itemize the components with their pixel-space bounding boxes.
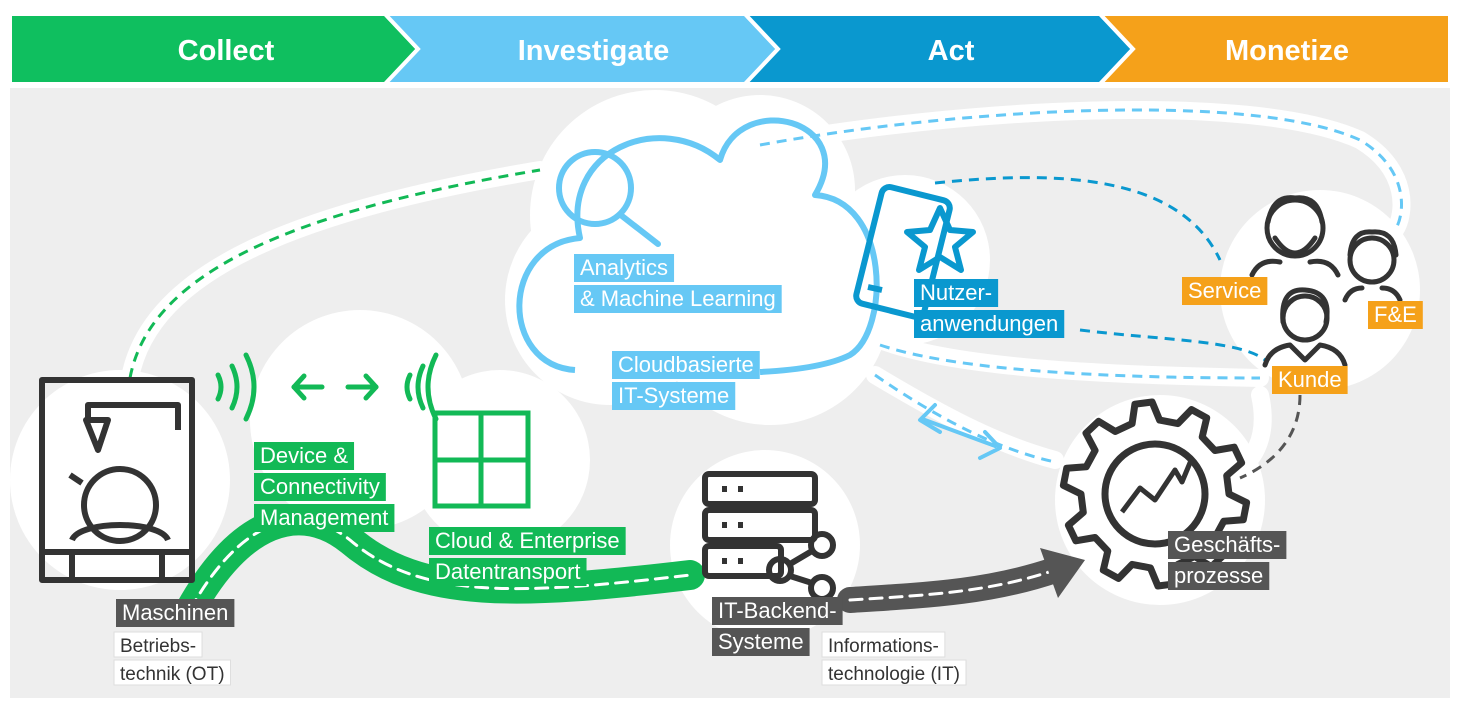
processes-label-line-1: Geschäfts-	[1174, 532, 1280, 557]
phase-investigate-label: Investigate	[518, 35, 670, 67]
customer-to-processes-line	[1239, 394, 1302, 480]
rnd-label: F&E	[1368, 301, 1423, 329]
backend-label: IT-Backend- Systeme	[712, 597, 843, 656]
phase-monetize-label: Monetize	[1225, 35, 1349, 67]
cloud-outline-icon	[516, 117, 880, 375]
analytics-label-line-2: & Machine Learning	[580, 286, 776, 311]
data-transport-road	[175, 505, 705, 625]
apps-to-service-line	[934, 176, 1222, 261]
ot-label: Betriebs-technik (OT)	[113, 631, 232, 686]
machines-label: Maschinen	[116, 599, 235, 627]
cloud-to-customer-line	[879, 343, 1261, 380]
cloud-it-label-line-2: IT-Systeme	[618, 383, 729, 408]
analytics-label: Analytics & Machine Learning	[574, 254, 782, 313]
processes-label: Geschäfts-prozesse	[1168, 531, 1287, 590]
customer-label-line-1: Kunde	[1278, 367, 1342, 392]
cloud-transport-label-line-1: Cloud & Enterprise	[435, 528, 620, 553]
ot-label-line-2: technik (OT)	[120, 664, 225, 685]
service-label: Service	[1182, 277, 1268, 305]
service-person-icon	[1249, 195, 1341, 278]
machines-label-line-1: Maschinen	[122, 600, 228, 625]
service-label-line-1: Service	[1188, 278, 1261, 303]
gear-trend-icon	[1059, 398, 1251, 590]
backend-label-line-2: Systeme	[718, 629, 804, 654]
apps-to-customer-line	[1079, 328, 1266, 362]
user-apps-label-line-1: Nutzer-	[920, 280, 992, 305]
diagram-labels: Analytics & Machine LearningCloudbasierte…	[113, 254, 1423, 686]
user-apps-label: Nutzer-anwendungen	[914, 279, 1065, 338]
processes-label-line-2: prozesse	[1174, 563, 1263, 588]
magnifier-icon	[556, 149, 661, 247]
tablet-star-icon	[853, 184, 976, 320]
cloud-transport-label-line-2: Datentransport	[435, 559, 581, 584]
bidirectional-arrows-icon	[291, 373, 379, 401]
backend-label-line-1: IT-Backend-	[718, 598, 837, 623]
rnd-person-icon	[1342, 229, 1403, 303]
customer-label: Kunde	[1272, 366, 1348, 394]
phase-monetize-arrow	[1095, 12, 1452, 86]
it-label: Informations-technologie (IT)	[821, 631, 967, 686]
machine-icon	[39, 377, 195, 583]
device-management-label-line-1: Device &	[260, 443, 348, 468]
it-label-line-1: Informations-	[828, 636, 939, 657]
phase-bar: Collect Investigate Act Monetize	[8, 12, 1452, 86]
rnd-label-line-1: F&E	[1374, 302, 1417, 327]
ot-label-line-1: Betriebs-	[120, 636, 196, 657]
people-icons	[1249, 195, 1403, 368]
device-management-label-line-3: Management	[260, 505, 388, 530]
backend-process-road	[837, 557, 1068, 613]
device-management-label-line-2: Connectivity	[260, 474, 380, 499]
cloud-it-label-line-1: Cloudbasierte	[618, 352, 754, 377]
grid-window-icon	[432, 410, 531, 509]
it-label-line-2: technologie (IT)	[828, 664, 960, 685]
backend-process-arrowhead	[1040, 548, 1085, 598]
connection-lines	[128, 108, 1403, 480]
wireless-signal-icon	[215, 352, 439, 422]
user-apps-label-line-2: anwendungen	[920, 311, 1058, 336]
customer-person-icon	[1262, 287, 1348, 368]
cloud-to-processes-line	[874, 373, 1056, 464]
analytics-label-line-1: Analytics	[580, 255, 668, 280]
cloud-process-double-arrow	[918, 403, 1002, 460]
phase-act-label: Act	[928, 35, 975, 67]
phase-collect-label: Collect	[178, 35, 275, 67]
